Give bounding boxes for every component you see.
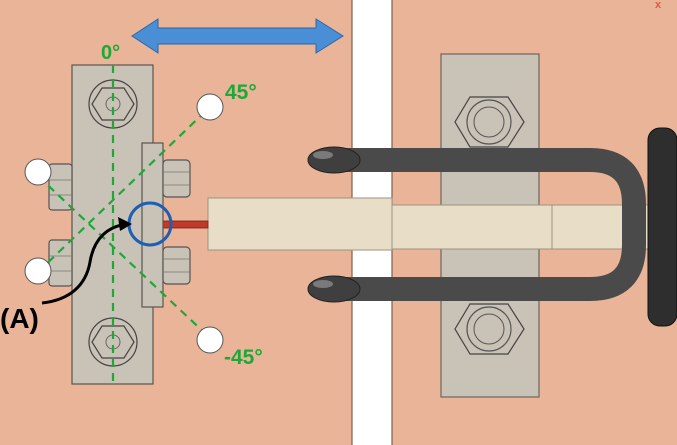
angle-label-0: 0°	[101, 42, 120, 64]
callout-arrowhead	[118, 217, 132, 231]
white-circle-marker-icon	[196, 93, 224, 121]
u-pipe-assembly	[307, 146, 646, 303]
pipe-end-cap	[647, 127, 677, 327]
hex-bolt-icon	[48, 163, 73, 211]
white-circle-marker-icon	[24, 158, 52, 186]
angle-label-45: 45°	[225, 81, 257, 104]
hex-bolt-icon	[88, 317, 138, 367]
hex-bolt-icon	[454, 96, 525, 148]
angle-guide-lines	[37, 65, 211, 384]
hex-bolt-icon	[454, 303, 525, 355]
callout-pointer	[41, 222, 129, 305]
corner-mark: x	[655, 0, 662, 11]
hex-bolt-icon	[162, 246, 191, 285]
guide-block	[207, 197, 653, 251]
angle-label-minus-45: -45°	[224, 346, 263, 369]
white-circle-marker-icon	[196, 326, 224, 354]
double-headed-arrow-icon	[131, 18, 344, 54]
callout-label-a: (A)	[0, 303, 39, 334]
hex-bolt-icon	[88, 79, 138, 129]
hex-bolt-icon	[48, 239, 73, 287]
hex-bolt-icon	[162, 159, 191, 198]
white-circle-marker-icon	[24, 257, 52, 285]
